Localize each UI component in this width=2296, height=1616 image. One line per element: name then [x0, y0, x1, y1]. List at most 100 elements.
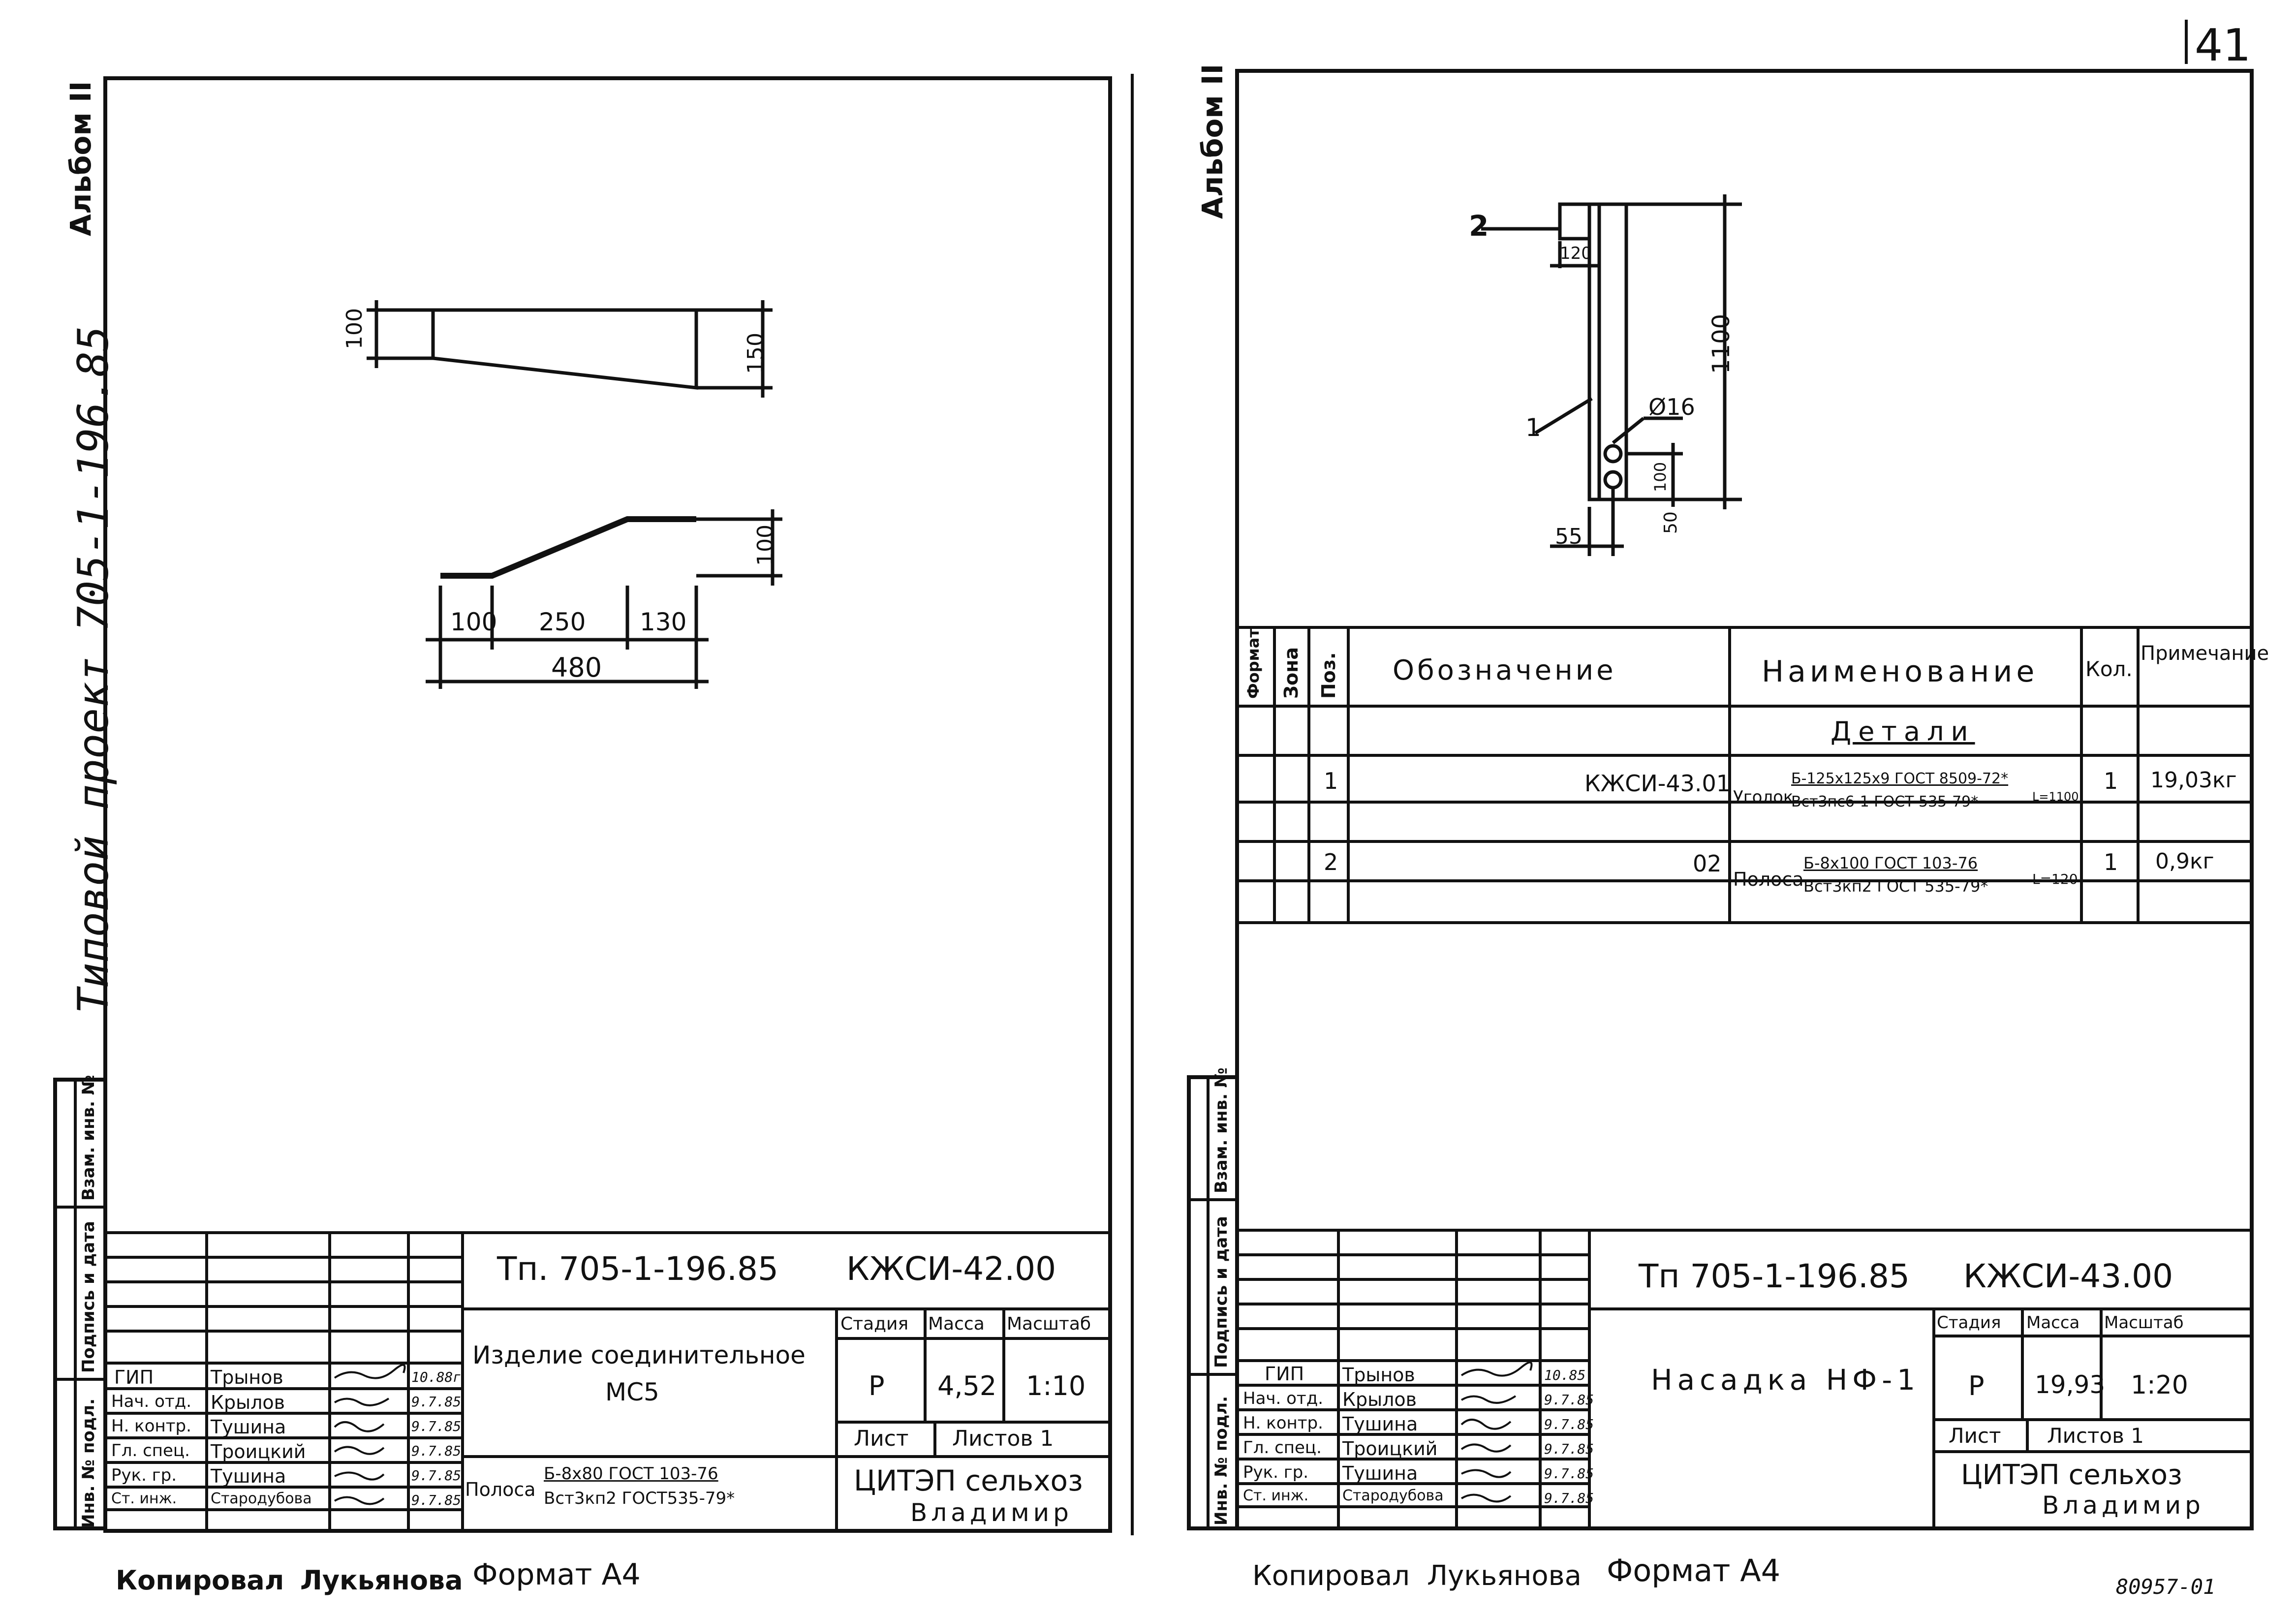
- right-tb-stadia: Р: [1968, 1370, 1985, 1401]
- left-tb-material-top: Б-8х80 ГОСТ 103-76: [544, 1464, 718, 1484]
- left-sheet-frame: [103, 76, 1112, 1533]
- left-name-2: Тушина: [211, 1416, 286, 1438]
- right-date-3: 9.7.85: [1544, 1441, 1594, 1457]
- left-date-4: 9.7.85: [411, 1467, 462, 1484]
- spec-section: Детали: [1831, 716, 1975, 747]
- right-date-5: 9.7.85: [1544, 1490, 1594, 1506]
- left-date-5: 9.7.85: [411, 1492, 462, 1508]
- right-role-4: Рук. гр.: [1243, 1462, 1309, 1482]
- right-name-5: Стародубова: [1342, 1487, 1444, 1504]
- right-name-1: Крылов: [1342, 1389, 1417, 1410]
- spec-row1-pos: 1: [1324, 768, 1338, 794]
- spec-row2-note: 0,9кг: [2155, 849, 2214, 874]
- right-tb-massa-h: Масса: [2026, 1313, 2080, 1333]
- right-dim-pos2: 2: [1469, 209, 1489, 243]
- left-tb-name2: МС5: [605, 1378, 659, 1406]
- spec-row1-bottom: Вст3пс6-1 ГОСТ 535-79*: [1791, 793, 1979, 810]
- right-dim-dia: Ø16: [1648, 394, 1695, 420]
- right-role-1: Нач. отд.: [1243, 1389, 1324, 1408]
- left-dim-d2: 250: [539, 608, 586, 636]
- left-tb-list: Лист: [854, 1426, 909, 1451]
- right-date-1: 9.7.85: [1544, 1392, 1594, 1408]
- spec-row2-pos: 2: [1324, 849, 1338, 875]
- right-sheet-frame: [1235, 69, 2254, 1530]
- right-name-2: Тушина: [1342, 1413, 1418, 1435]
- left-role-4: Рук. гр.: [111, 1465, 177, 1485]
- left-date-2: 9.7.85: [411, 1418, 462, 1434]
- right-role-5: Ст. инж.: [1243, 1487, 1309, 1504]
- right-tb-project: Тп 705-1-196.85: [1639, 1257, 1910, 1295]
- left-name-3: Троицкий: [211, 1441, 306, 1462]
- right-tb-stadia-h: Стадия: [1937, 1313, 2001, 1333]
- right-dim-d55: 55: [1555, 524, 1582, 549]
- spec-row1-length: L=1100: [2032, 790, 2079, 804]
- left-dim-d3: 130: [640, 608, 687, 636]
- right-tb-name: Насадка НФ-1: [1651, 1363, 1921, 1397]
- spec-row1-code: КЖСИ-43.01: [1584, 770, 1731, 797]
- left-role-2: Н. контр.: [111, 1416, 191, 1436]
- right-role-2: Н. контр.: [1243, 1413, 1323, 1433]
- right-tb-masshtab-h: Масштаб: [2104, 1313, 2184, 1333]
- left-date-3: 9.7.85: [411, 1443, 462, 1459]
- right-date-2: 9.7.85: [1544, 1416, 1594, 1432]
- left-tb-stadia: Р: [869, 1370, 885, 1401]
- spec-row2-code: 02: [1693, 850, 1722, 877]
- right-tb-list: Лист: [1949, 1424, 2001, 1448]
- left-name-0: Трынов: [211, 1367, 283, 1388]
- left-tb-org2: Владимир: [910, 1498, 1073, 1527]
- right-role-3: Гл. спец.: [1243, 1438, 1322, 1458]
- spec-row2-top: Б-8х100 ГОСТ 103-76: [1803, 854, 1978, 872]
- right-tb-org2: Владимир: [2042, 1491, 2204, 1520]
- left-tb-project: Тп. 705-1-196.85: [497, 1250, 778, 1288]
- left-footer-format: Формат А4: [472, 1557, 641, 1592]
- right-tb-massa: 19,93: [2035, 1370, 2106, 1399]
- left-footer-copier: Лукьянова: [300, 1565, 463, 1596]
- left-tb-massa: 4,52: [937, 1370, 997, 1401]
- left-role-3: Гл. спец.: [111, 1441, 190, 1461]
- right-name-4: Тушина: [1342, 1462, 1418, 1484]
- right-tb-listov: Листов 1: [2047, 1424, 2144, 1448]
- left-role-1: Нач. отд.: [111, 1392, 192, 1411]
- left-tb-material-bottom: Вст3кп2 ГОСТ535-79*: [544, 1489, 735, 1508]
- spec-row2-qty: 1: [2104, 849, 2118, 875]
- left-name-5: Стародубова: [211, 1490, 312, 1507]
- spec-row1-note: 19,03кг: [2150, 768, 2237, 793]
- left-date-1: 9.7.85: [411, 1394, 462, 1410]
- spec-row2-length: L=120: [2032, 871, 2078, 887]
- spec-h-naim: Наименование: [1762, 654, 2039, 689]
- spec-row1-top: Б-125х125х9 ГОСТ 8509-72*: [1791, 770, 2009, 787]
- left-stamp-column: [53, 1078, 107, 1530]
- right-footer-format: Формат А4: [1607, 1553, 1781, 1588]
- left-footer-copied: Копировал: [116, 1565, 284, 1596]
- right-role-0: ГИП: [1265, 1363, 1304, 1385]
- right-tb-code: КЖСИ-43.00: [1963, 1257, 2173, 1295]
- left-tb-masshtab-h: Масштаб: [1007, 1314, 1091, 1334]
- right-stamp-column: [1187, 1075, 1239, 1530]
- right-dim-w120: 120: [1560, 244, 1592, 263]
- spec-row1-prefix: Уголок: [1733, 787, 1794, 807]
- spec-row2-bottom: Вст3кп2 ГОСТ 535-79*: [1803, 877, 1988, 896]
- left-tb-material-prefix: Полоса: [465, 1479, 536, 1500]
- left-tb-masshtab: 1:10: [1026, 1370, 1086, 1401]
- spec-h-kol: Кол.: [2085, 657, 2133, 681]
- page-number-rule: [2185, 20, 2188, 64]
- spec-h-oboz: Обозначение: [1393, 654, 1616, 686]
- left-tb-name1: Изделие соединительное: [472, 1341, 806, 1369]
- left-tb-code: КЖСИ-42.00: [846, 1250, 1056, 1288]
- spec-row1-qty: 1: [2104, 768, 2118, 794]
- left-tb-stadia-h: Стадия: [840, 1314, 909, 1334]
- sheet-divider: [1131, 74, 1134, 1535]
- left-role-5: Ст. инж.: [111, 1490, 177, 1507]
- right-footer-copier: Лукьянова: [1427, 1560, 1582, 1592]
- right-dim-pos1: 1: [1525, 413, 1541, 442]
- left-tb-org1: ЦИТЭП сельхоз: [854, 1464, 1083, 1497]
- left-name-4: Тушина: [211, 1465, 286, 1487]
- left-name-1: Крылов: [211, 1392, 285, 1413]
- right-tb-masshtab: 1:20: [2131, 1370, 2188, 1400]
